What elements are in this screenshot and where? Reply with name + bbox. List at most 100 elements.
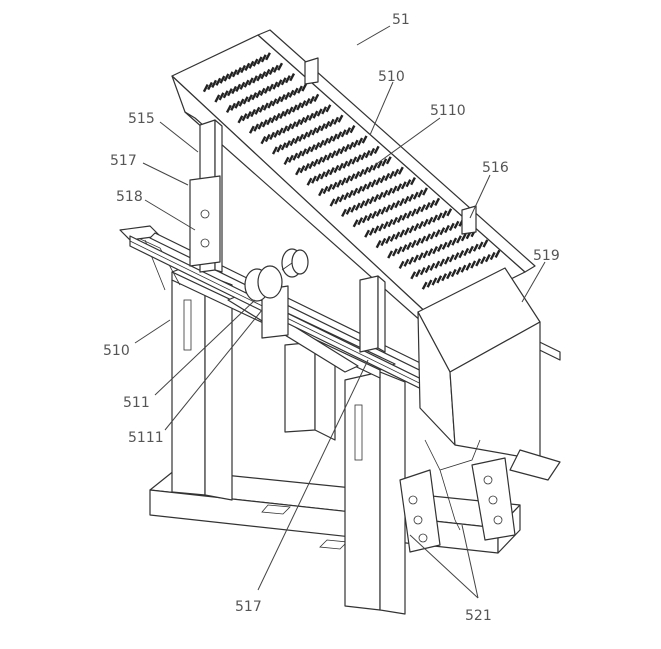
screen-slot (441, 210, 448, 219)
screen-slot (398, 198, 405, 207)
screen-slot (274, 112, 281, 122)
screen-slot (289, 73, 296, 82)
screen-slot (284, 91, 291, 101)
screen-slot (372, 162, 379, 171)
screen-slot (352, 219, 359, 228)
screen-slot (277, 62, 284, 71)
screen-slot (286, 123, 293, 132)
screen-slot (380, 206, 387, 215)
screen-slot (358, 168, 365, 178)
screen-slot (299, 116, 306, 126)
screen-slot (385, 204, 391, 213)
screen-slot (450, 268, 457, 278)
screen-slot (296, 150, 303, 159)
support-legs (399, 439, 516, 553)
screen-slot (425, 233, 432, 242)
screen-slot (354, 171, 361, 180)
screen-slot (460, 264, 467, 273)
screen-slot (317, 156, 324, 165)
screen-slot (352, 187, 359, 196)
screen-slot (268, 83, 274, 92)
label-516: 516 (482, 160, 509, 176)
back-pillar (284, 341, 336, 441)
screen-slot (328, 167, 335, 176)
screen-slot (448, 254, 455, 263)
screen-slot (413, 223, 420, 232)
screen-slot (273, 129, 280, 138)
screen-slot (429, 262, 436, 271)
screen-slot (318, 188, 324, 197)
screen-slot (253, 123, 260, 132)
screen-slot (272, 81, 279, 90)
screen-slot (347, 189, 354, 199)
screen-slot (356, 185, 363, 194)
screen-slot (434, 229, 441, 238)
screen-slot (413, 254, 419, 263)
screen-slot (276, 144, 283, 153)
screen-slot (311, 175, 317, 184)
screen-slot (328, 118, 335, 127)
screen-slot (330, 150, 337, 159)
screen-slot (357, 217, 364, 226)
screen-slot (397, 166, 404, 175)
screen-slot (266, 117, 273, 126)
screen-slot (320, 123, 326, 132)
screen-slot (382, 189, 389, 198)
screen-slot (422, 218, 429, 227)
screen-slot (350, 204, 357, 213)
screen-slot (431, 277, 438, 286)
screen-slot (265, 52, 271, 61)
screen-slot (342, 160, 349, 169)
screen-slot (337, 162, 344, 171)
screen-slot (352, 139, 359, 148)
screen-slot (345, 127, 352, 136)
label-517-bottom: 517 (235, 599, 262, 615)
screen-slot (303, 114, 310, 123)
screen-slot (484, 254, 491, 263)
leader-lines (134, 25, 546, 599)
screen-slot (259, 87, 266, 96)
screen-slot (387, 219, 394, 228)
screen-slot (349, 125, 356, 134)
screen-slot (418, 220, 424, 230)
screen-slot (396, 183, 403, 192)
screen-slot (315, 173, 322, 182)
screen-slot (280, 77, 287, 86)
screen-slot (392, 216, 399, 226)
screen-slot (439, 227, 446, 236)
screen-slot (258, 104, 265, 113)
screen-slot (283, 156, 290, 165)
screen-slot (341, 208, 347, 217)
screen-slot (214, 94, 221, 103)
screen-slot (345, 206, 352, 215)
screen-slot (364, 229, 371, 238)
screen-slot (453, 252, 460, 261)
screen-slot (312, 158, 319, 167)
screen-slot (254, 106, 261, 115)
screen-slot (241, 113, 248, 122)
screen-slot (422, 187, 428, 196)
screen-slot (460, 233, 467, 242)
screen-slot (401, 244, 408, 253)
screen-slot (245, 111, 252, 120)
screen-slot (408, 193, 415, 202)
screen-slot (267, 100, 274, 109)
screen-slot (321, 154, 328, 163)
screen-slot (463, 247, 470, 257)
screen-slot (384, 172, 391, 182)
screen-slot (355, 154, 362, 163)
screen-slot (375, 208, 382, 217)
screen-slot (225, 104, 232, 113)
screen-slot (318, 139, 325, 148)
screen-slot (429, 231, 436, 240)
screen-slot (264, 133, 271, 143)
screen-slot (434, 260, 441, 269)
screen-slot (472, 243, 479, 252)
label-521: 521 (465, 608, 492, 624)
screen-slot (277, 127, 284, 136)
screen-slot (260, 54, 267, 63)
screen-slot (480, 256, 486, 265)
screen-slot (303, 163, 310, 172)
screen-slot (297, 85, 303, 94)
screen-slot (406, 241, 413, 251)
